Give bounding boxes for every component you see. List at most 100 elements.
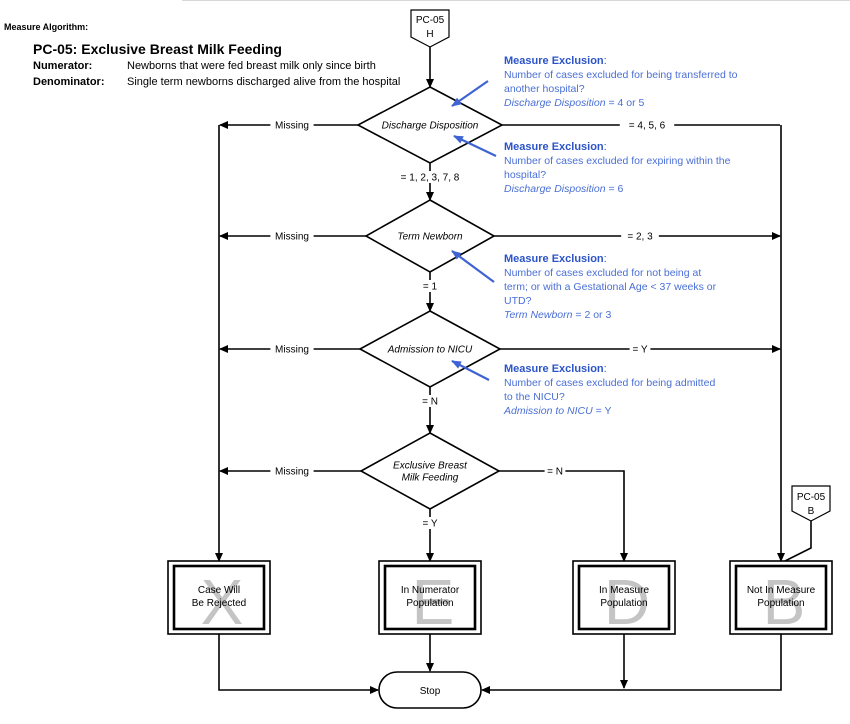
numerator-label: Numerator:: [33, 60, 93, 72]
exclusion-title-text: Measure Exclusion: [504, 253, 604, 265]
exclusion-question-line: Number of cases excluded for being admit…: [504, 377, 716, 389]
exclusion-arrow-2: [453, 135, 497, 157]
connector-pc05-b: [791, 485, 831, 522]
right-edge-label-4: = N: [547, 467, 563, 478]
down-edge-label-3-bg: [419, 395, 441, 407]
right-edge-label-4-bg: [544, 465, 566, 477]
exclusion-title-colon: :: [603, 141, 607, 153]
down-edge-label-2: = 1: [423, 282, 438, 293]
right-edge-label-2-bg: [621, 230, 659, 242]
exclusion-question-line: Number of cases excluded for being trans…: [504, 69, 738, 81]
measure-exclusion-note-1: Measure Exclusion: Number of cases exclud…: [504, 54, 737, 110]
exclusion-question-line: UTD?: [504, 295, 532, 307]
right-edge-label-1-bg: [619, 119, 675, 131]
right-edge-label-1: = 4, 5, 6: [629, 121, 666, 132]
outcome-watermark-D: D: [604, 566, 650, 638]
outcome-box-B: [729, 560, 833, 635]
outcome-inner-B: [734, 564, 828, 631]
exclusion-arrow-1: [451, 80, 489, 107]
exclusion-value: = 2 or 3: [572, 309, 612, 321]
down-edge-label-1-bg: [386, 171, 474, 183]
outcome-watermark-B: B: [763, 566, 806, 638]
down-edge-label-4: = Y: [422, 519, 437, 530]
exclusion-data-element: Discharge Disposition: [504, 183, 606, 195]
exclusion-criterion: Discharge Disposition = 6: [504, 182, 730, 196]
exclusion-question-line: another hospital?: [504, 83, 585, 95]
exclusion-question-line: term; or with a Gestational Age < 37 wee…: [504, 281, 717, 293]
outcome-inner-D: [577, 564, 671, 631]
denominator-text: Single term newborns discharged alive fr…: [127, 76, 401, 88]
measure-exclusion-note-2: Measure Exclusion:Number of cases exclud…: [504, 140, 730, 196]
exclusion-criterion: Term Newborn = 2 or 3: [504, 308, 716, 322]
stop-label: Stop: [420, 686, 441, 697]
down-edge-label-4-bg: [419, 517, 441, 529]
decision-label-4: Milk Feeding: [402, 473, 459, 484]
exclusion-title-text: Measure Exclusion: [504, 55, 604, 67]
connector-right-line2: B: [808, 506, 815, 517]
down-edge-label-1: = 1, 2, 3, 7, 8: [401, 173, 460, 184]
outcome-to-stop-B: [481, 634, 782, 694]
outcome-label-D: Population: [600, 598, 647, 609]
outcome-label-X: Be Rejected: [192, 598, 246, 609]
exclusion-title-colon: :: [603, 55, 607, 67]
top-rule: [182, 0, 850, 1]
right-edge-label-3-bg: [629, 343, 651, 355]
exclusion-value: = Y: [592, 405, 612, 417]
exclusion-question-line: Number of cases excluded for not being a…: [504, 267, 702, 279]
outcome-to-stop-X: [218, 634, 379, 694]
exclusion-data-element: Discharge Disposition: [504, 97, 606, 109]
exclusion-title: Measure Exclusion:: [504, 252, 716, 266]
measure-algorithm-label: Measure Algorithm:: [4, 22, 89, 32]
missing-label-3-bg: [270, 343, 314, 355]
outcome-label-B: Not In Measure: [747, 585, 816, 596]
down-edge-label-3: = N: [422, 397, 438, 408]
connector-right-line1: PC-05: [797, 492, 826, 503]
exclusion-criterion: Discharge Disposition = 4 or 5: [504, 96, 737, 110]
right-edge-label-3: = Y: [632, 345, 647, 356]
outcome-label-X: Case Will: [198, 585, 240, 596]
missing-label-4-bg: [270, 465, 314, 477]
exclusion-data-element: Admission to NICU: [504, 405, 593, 417]
decision-label-2: Term Newborn: [397, 232, 463, 243]
exclusion-title: Measure Exclusion:: [504, 362, 715, 376]
exclusion-title: Measure Exclusion:: [504, 140, 730, 154]
exclusion-arrow-4: [451, 360, 490, 381]
exclusion-arrow-3: [451, 250, 495, 283]
down-edge-label-2-bg: [419, 280, 441, 292]
decision-label-3: Admission to NICU: [387, 345, 473, 356]
decision-label-4: Exclusive Breast: [393, 461, 468, 472]
measure-exclusion-note-3: Measure Exclusion:Number of cases exclud…: [504, 252, 716, 322]
outcome-inner-E: [383, 564, 477, 631]
connector-top-line1: PC-05: [416, 15, 445, 26]
exclusion-question-line: hospital?: [504, 169, 547, 181]
exclusion-title-colon: :: [603, 253, 607, 265]
exclusion-criterion: Admission to NICU = Y: [504, 404, 715, 418]
measure-exclusion-note-4: Measure Exclusion:Number of cases exclud…: [504, 362, 715, 418]
outcome-label-E: In Numerator: [401, 585, 460, 596]
outcome-inner-X: [172, 564, 266, 631]
measure-title: PC-05: Exclusive Breast Milk Feeding: [33, 41, 282, 57]
exclusion-data-element: Term Newborn: [504, 309, 573, 321]
missing-label-3: Missing: [275, 345, 309, 356]
denominator-label: Denominator:: [33, 76, 105, 88]
outcome-label-D: In Measure: [599, 585, 649, 596]
connector-top-line2: H: [426, 29, 433, 40]
missing-label-1-bg: [270, 119, 314, 131]
stop-terminator: [378, 671, 482, 709]
outcome-watermark-E: E: [412, 566, 455, 638]
right-edge-line-4: [499, 470, 628, 562]
exclusion-title-colon: :: [603, 363, 607, 375]
outcome-watermark-X: X: [201, 566, 244, 638]
missing-label-4: Missing: [275, 467, 309, 478]
missing-label-1: Missing: [275, 121, 309, 132]
outcome-label-E: Population: [406, 598, 453, 609]
outcome-box-D: [572, 560, 676, 635]
decision-label-1: Discharge Disposition: [382, 121, 479, 132]
exclusion-value: = 4 or 5: [605, 97, 645, 109]
outcome-label-B: Population: [757, 598, 804, 609]
exclusion-question-line: to the NICU?: [504, 391, 565, 403]
connector-b-join: [784, 542, 812, 562]
exclusion-question-line: Number of cases excluded for expiring wi…: [504, 155, 731, 167]
numerator-text: Newborns that were fed breast milk only …: [127, 60, 376, 72]
